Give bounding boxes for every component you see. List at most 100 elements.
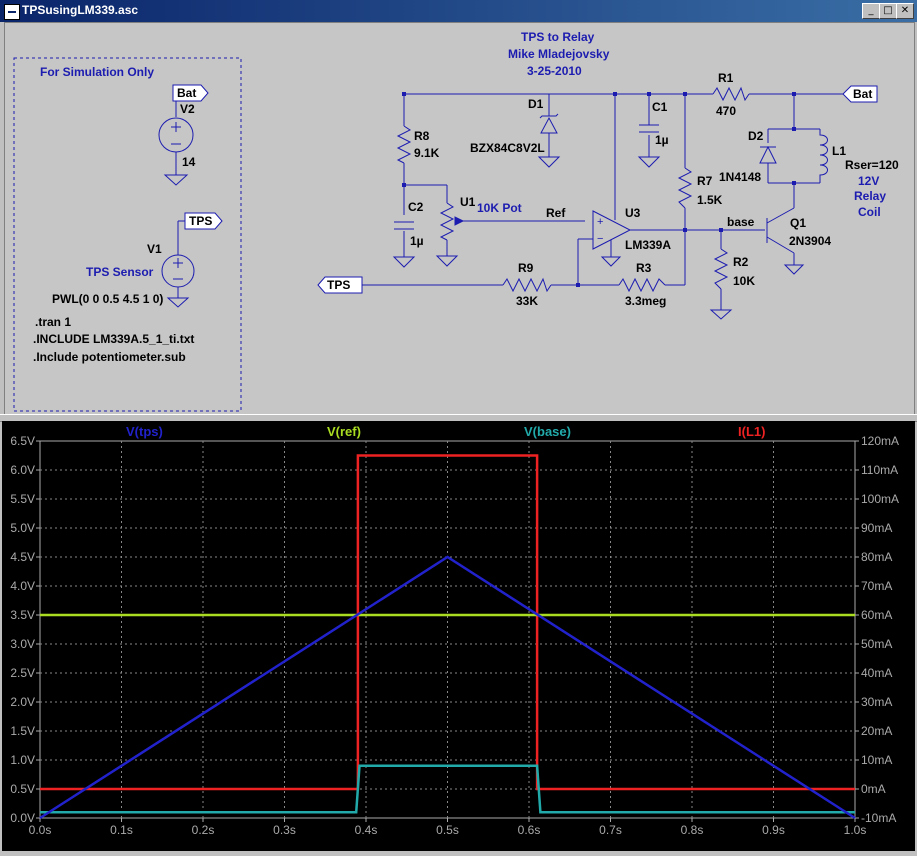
pwl-value: PWL(0 0 0.5 4.5 1 0) (52, 292, 163, 306)
r8-resistor[interactable] (396, 125, 412, 164)
y-right-tick-label: 100mA (861, 492, 899, 506)
y-left-tick-label: 1.0V (10, 753, 35, 767)
y-right-tick-label: 110mA (861, 463, 898, 477)
u3-comparator[interactable]: + − (592, 210, 632, 267)
q1-label: Q1 (790, 216, 806, 230)
relay-label-2: Relay (854, 189, 886, 203)
tps-flag-1: TPS (184, 212, 223, 230)
x-tick-label: 0.1s (110, 823, 133, 837)
y-left-tick-label: 4.0V (10, 579, 35, 593)
u3-label: U3 (625, 206, 641, 220)
x-tick-label: 0.5s (436, 823, 459, 837)
x-tick-label: 0.9s (762, 823, 785, 837)
y-right-tick-label: 20mA (861, 724, 892, 738)
y-left-tick-label: 6.0V (10, 463, 35, 477)
r1-value: 470 (716, 104, 736, 118)
header-title: TPS to Relay (521, 30, 595, 44)
tps-sensor-label: TPS Sensor (86, 265, 154, 279)
c2-capacitor[interactable] (392, 221, 416, 268)
r8-value: 9.1K (414, 146, 440, 160)
d1-zener[interactable] (537, 113, 561, 168)
close-button[interactable]: ✕ (896, 3, 914, 19)
c2-label: C2 (408, 200, 424, 214)
r3-label: R3 (636, 261, 652, 275)
u3-value: LM339A (625, 238, 671, 252)
l1-rser: Rser=120 (845, 158, 899, 172)
r1-resistor[interactable] (712, 86, 750, 102)
waveform-chart[interactable]: 0.0V0.5V1.0V1.5V2.0V2.5V3.0V3.5V4.0V4.5V… (2, 421, 915, 851)
r2-value: 10K (733, 274, 755, 288)
header-date: 3-25-2010 (527, 64, 582, 78)
d2-diode[interactable] (759, 145, 777, 164)
c1-capacitor[interactable] (637, 124, 661, 168)
legend-vref[interactable]: V(ref) (327, 424, 361, 439)
svg-text:TPS: TPS (327, 278, 350, 292)
y-left-tick-label: 6.5V (10, 434, 35, 448)
app-icon[interactable] (4, 4, 20, 20)
d2-value: 1N4148 (719, 170, 761, 184)
ref-net-label: Ref (546, 206, 566, 220)
y-right-tick-label: 70mA (861, 579, 892, 593)
minimize-button[interactable]: _ (862, 3, 880, 19)
y-right-tick-label: 50mA (861, 637, 892, 651)
schematic-canvas[interactable]: For Simulation Only Bat V2 14 TPS V1 TPS… (5, 23, 914, 415)
trace-vbase[interactable] (40, 764, 855, 814)
q1-transistor[interactable] (766, 207, 805, 275)
pot-value: 10K Pot (477, 201, 522, 215)
header-author: Mike Mladejovsky (508, 47, 610, 61)
title-bar[interactable]: TPSusingLM339.asc _ □ ✕ (0, 0, 917, 22)
r8-label: R8 (414, 129, 430, 143)
x-tick-label: 0.3s (273, 823, 296, 837)
y-right-tick-label: 90mA (861, 521, 892, 535)
u1-potentiometer[interactable] (435, 202, 465, 267)
y-left-tick-label: 5.5V (10, 492, 35, 506)
y-left-tick-label: 2.0V (10, 695, 35, 709)
r2-resistor[interactable] (709, 248, 733, 320)
y-right-tick-label: 60mA (861, 608, 892, 622)
q1-value: 2N3904 (789, 234, 831, 248)
trace-vtps[interactable] (39, 555, 856, 820)
v1-label: V1 (147, 242, 162, 256)
svg-text:−: − (597, 233, 603, 245)
y-left-tick-label: 0.5V (10, 782, 35, 796)
base-net-label: base (727, 215, 755, 229)
r7-label: R7 (697, 174, 713, 188)
restore-button[interactable]: □ (879, 3, 897, 19)
y-right-tick-label: 80mA (861, 550, 892, 564)
relay-label-3: Coil (858, 205, 881, 219)
y-left-tick-label: 4.5V (10, 550, 35, 564)
l1-label: L1 (832, 144, 846, 158)
window-title: TPSusingLM339.asc (22, 3, 139, 17)
v2-value: 14 (182, 155, 196, 169)
directive-tran[interactable]: .tran 1 (35, 315, 71, 329)
y-left-tick-label: 5.0V (10, 521, 35, 535)
r3-resistor[interactable] (618, 277, 666, 293)
d2-label: D2 (748, 129, 764, 143)
svg-text:TPS: TPS (189, 214, 212, 228)
u1-label: U1 (460, 195, 476, 209)
r1-label: R1 (718, 71, 734, 85)
x-tick-label: 0.7s (599, 823, 622, 837)
v1-source[interactable] (161, 220, 195, 308)
c1-value: 1µ (655, 133, 669, 147)
d1-label: D1 (528, 97, 544, 111)
trace-il1[interactable] (40, 454, 855, 791)
r2-label: R2 (733, 255, 749, 269)
legend-vtps[interactable]: V(tps) (126, 424, 163, 439)
legend-vbase[interactable]: V(base) (524, 424, 571, 439)
x-tick-label: 0.6s (518, 823, 541, 837)
y-right-tick-label: 120mA (861, 434, 899, 448)
schematic-pane[interactable]: For Simulation Only Bat V2 14 TPS V1 TPS… (4, 22, 915, 416)
directive-include-pot[interactable]: .Include potentiometer.sub (33, 350, 186, 364)
r9-resistor[interactable] (502, 277, 552, 293)
r3-value: 3.3meg (625, 294, 666, 308)
relay-label-1: 12V (858, 174, 879, 188)
y-right-tick-label: 0mA (861, 782, 886, 796)
c2-value: 1µ (410, 234, 424, 248)
l1-inductor[interactable] (819, 129, 828, 183)
x-tick-label: 1.0s (844, 823, 867, 837)
legend-il1[interactable]: I(L1) (738, 424, 765, 439)
r7-resistor[interactable] (677, 167, 693, 209)
directive-include-lm339[interactable]: .INCLUDE LM339A.5_1_ti.txt (33, 332, 194, 346)
